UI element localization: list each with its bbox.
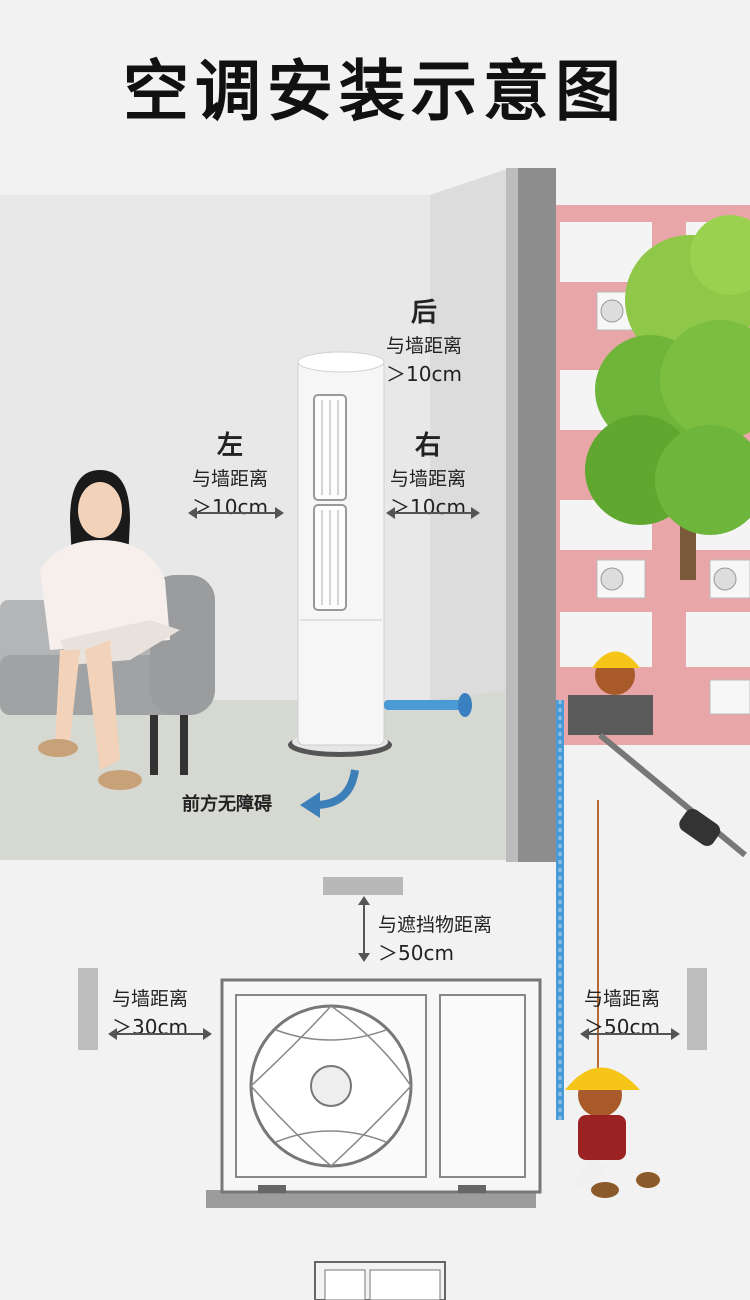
- back-direction: 后: [411, 298, 438, 328]
- left-clearance-label: 左 与墙距离 ＞10cm: [192, 425, 268, 520]
- room-floor: [0, 690, 510, 860]
- back-desc: 与墙距离: [386, 335, 463, 357]
- left-direction: 左: [217, 431, 244, 461]
- top-obstacle-value: ＞50cm: [378, 941, 454, 965]
- building-ac-units: [596, 291, 750, 715]
- outdoor-left-value: ＞30cm: [112, 1015, 188, 1039]
- front-arrow-head: [300, 792, 320, 818]
- page-title: 空调安装示意图: [123, 53, 627, 130]
- front-clearance-label: 前方无障碍: [182, 794, 272, 815]
- front-arrow: [314, 769, 359, 809]
- outdoor-right-label: 与墙距离 ＞50cm: [584, 984, 660, 1040]
- indoor-tower-ac: [288, 351, 392, 757]
- outdoor-right-desc: 与墙距离: [584, 988, 661, 1010]
- outdoor-left-label: 与墙距离 ＞30cm: [112, 984, 188, 1040]
- woman-figure: [38, 470, 180, 790]
- worker-rope: [565, 800, 660, 1198]
- outdoor-unit: [206, 978, 542, 1208]
- top-obstacle: [323, 877, 403, 895]
- right-value: ＞10cm: [390, 495, 466, 519]
- top-obstacle-arrow: [358, 896, 370, 962]
- outdoor-left-desc: 与墙距离: [112, 988, 189, 1010]
- bracket-worker-top: [568, 651, 747, 858]
- left-clearance-arrow: [188, 507, 284, 519]
- right-direction: 右: [415, 431, 442, 461]
- bottom-unit-partial: [314, 1261, 446, 1300]
- left-desc: 与墙距离: [192, 468, 269, 490]
- left-value: ＞10cm: [192, 495, 268, 519]
- outdoor-right-arrow: [580, 1028, 680, 1040]
- tree: [585, 215, 750, 580]
- right-clearance-arrow: [386, 507, 480, 519]
- outer-wall-edge: [506, 168, 518, 862]
- back-value: ＞10cm: [386, 362, 462, 386]
- top-obstacle-desc: 与遮挡物距离: [378, 914, 493, 936]
- right-wall-post: [687, 968, 707, 1050]
- right-clearance-label: 右 与墙距离 ＞10cm: [390, 425, 466, 520]
- outdoor-right-value: ＞50cm: [584, 1015, 660, 1039]
- room-side-wall: [430, 168, 510, 860]
- right-desc: 与墙距离: [390, 468, 467, 490]
- back-clearance-label: 后 与墙距离 ＞10cm: [386, 292, 462, 387]
- refrigerant-pipe: [384, 693, 564, 1120]
- left-wall-post: [78, 968, 98, 1050]
- outdoor-left-arrow: [108, 1028, 212, 1040]
- top-obstacle-label: 与遮挡物距离 ＞50cm: [378, 910, 492, 966]
